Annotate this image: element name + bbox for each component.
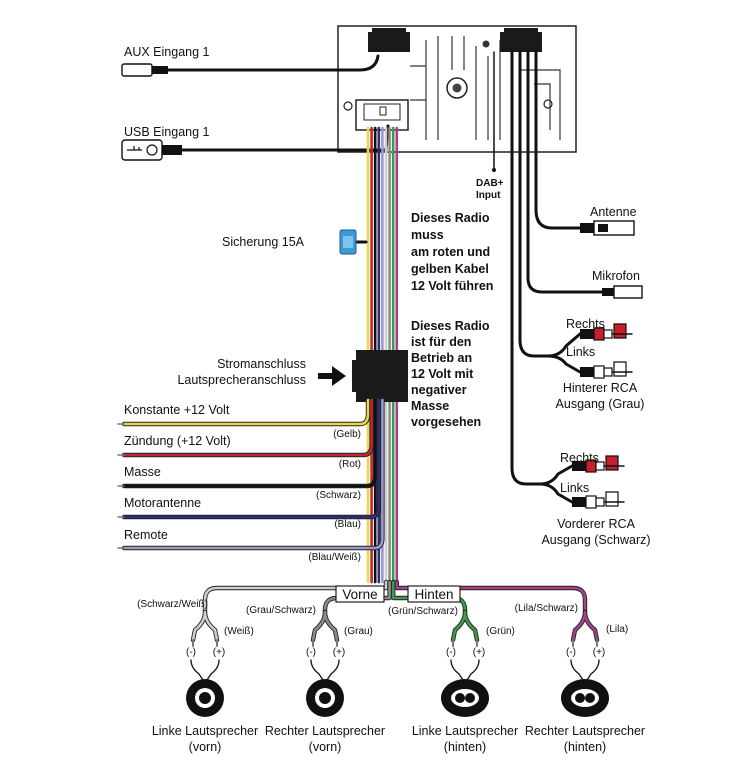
speaker-pos-wire-label: (Grün)	[486, 626, 515, 637]
side-wire	[122, 398, 381, 519]
side-wire	[122, 398, 373, 457]
connector-label-line2: Lautsprecheranschluss	[177, 373, 306, 387]
speaker-name-line2: (hinten)	[564, 740, 606, 754]
front-group-label: Vorne	[342, 587, 377, 602]
note-line: Masse	[411, 399, 449, 413]
dab-label-line1: DAB+	[476, 178, 504, 189]
wire-color-label: (Blau/Weiß)	[308, 552, 361, 563]
usb-cable	[121, 124, 390, 161]
speaker-name-line1: Rechter Lautsprecher	[525, 724, 645, 738]
microphone-label: Mikrofon	[592, 269, 640, 283]
speaker-name-line2: (hinten)	[444, 740, 486, 754]
speaker-name-line2: (vorn)	[309, 740, 342, 754]
aux-connector-block	[368, 32, 410, 52]
note-line: Dieses Radio	[411, 319, 490, 333]
arrow-right-icon	[318, 366, 346, 386]
polarity-pos-label: (+)	[473, 647, 486, 658]
wire-color-label: (Blau)	[334, 519, 361, 530]
note-line: vorgesehen	[411, 415, 481, 429]
power-connector-icon	[352, 350, 408, 402]
note-line: 12 Volt mit	[411, 367, 474, 381]
rca-front-right-label: Rechts	[560, 451, 599, 465]
polarity-neg-label: (-)	[306, 647, 316, 658]
wire-label: Konstante +12 Volt	[124, 403, 230, 417]
rear-group-box: Hinten	[407, 585, 461, 603]
note-12v: Dieses Radio muss am roten und gelben Kabel…	[411, 211, 493, 293]
rca-rear-title-line1: Hinterer RCA	[563, 381, 638, 395]
wire-color-label: (Rot)	[339, 459, 361, 470]
speaker-neg-wire-label: (Grün/Schwarz)	[388, 606, 458, 617]
rca-rear-right-label: Rechts	[566, 317, 605, 331]
wire-label: Motorantenne	[124, 496, 201, 510]
speaker-name-line1: Rechter Lautsprecher	[265, 724, 385, 738]
polarity-neg-label: (-)	[186, 647, 196, 658]
speaker-pos-wire-label: (Grau)	[344, 626, 373, 637]
rca-left-plug-icon	[613, 361, 627, 377]
wire-label: Remote	[124, 528, 168, 542]
speaker-neg-wire-label: (Grau/Schwarz)	[246, 605, 316, 616]
microphone-plug-icon	[613, 285, 643, 299]
note-line: am roten und	[411, 245, 490, 259]
speaker-neg-wire-label: (Schwarz/Weiß)	[137, 599, 208, 610]
fuse-icon	[339, 229, 368, 255]
rca-front-title-line2: Ausgang (Schwarz)	[541, 533, 650, 547]
main-harness	[366, 126, 399, 584]
wire-label: Zündung (+12 Volt)	[124, 434, 231, 448]
speaker-name-line2: (vorn)	[189, 740, 222, 754]
note-line: gelben Kabel	[411, 262, 489, 276]
rca-rear-title-line2: Ausgang (Grau)	[556, 397, 645, 411]
rca-plugs	[572, 323, 633, 509]
dab-label-line2: Input	[476, 190, 501, 201]
side-wire	[122, 398, 377, 488]
fuse-label: Sicherung 15A	[222, 235, 305, 249]
polarity-pos-label: (+)	[213, 647, 226, 658]
side-wire	[122, 398, 384, 550]
polarity-pos-label: (+)	[593, 647, 606, 658]
rca-front-left-label: Links	[560, 481, 589, 495]
side-wires: Konstante +12 Volt (Gelb) Zündung (+12 Vol…	[117, 397, 385, 563]
speaker-name-line1: Linke Lautsprecher	[412, 724, 518, 738]
note-line: muss	[411, 228, 444, 242]
note-line: negativer	[411, 383, 467, 397]
usb-input-label: USB Eingang 1	[124, 125, 210, 139]
head-unit	[337, 25, 577, 153]
speaker-feed-wire	[395, 580, 587, 614]
rca-left-plug-icon	[605, 491, 619, 507]
wire-label: Masse	[124, 465, 161, 479]
aux-cable	[121, 54, 380, 77]
rca-connector-block	[500, 32, 542, 52]
connector-label-line1: Stromanschluss	[217, 357, 306, 371]
aux-plug-icon	[121, 63, 153, 77]
rca-right-plug-icon	[613, 323, 627, 339]
rca-front-title-line1: Vorderer RCA	[557, 517, 635, 531]
front-group-box: Vorne	[335, 585, 385, 603]
note-line: Betrieb an	[411, 351, 472, 365]
antenna-label: Antenne	[590, 205, 637, 219]
speaker-neg-wire-label: (Lila/Schwarz)	[515, 603, 578, 614]
rear-group-label: Hinten	[414, 587, 453, 602]
speaker-pos-wire-label: (Lila)	[606, 624, 628, 635]
side-wire	[122, 398, 370, 426]
speaker-feed-wire	[203, 580, 388, 614]
note-line: 12 Volt führen	[411, 279, 493, 293]
polarity-neg-label: (-)	[566, 647, 576, 658]
note-line: Dieses Radio	[411, 211, 490, 225]
speaker-pos-wire-label: (Weiß)	[224, 626, 254, 637]
polarity-neg-label: (-)	[446, 647, 456, 658]
speaker-wiring: (-) (+) (Schwarz/Weiß) (Weiß) Linke Lautspre…	[137, 579, 645, 754]
rca-right-plug-icon	[605, 455, 619, 471]
polarity-pos-label: (+)	[333, 647, 346, 658]
right-cables	[510, 50, 643, 504]
wire-color-label: (Gelb)	[333, 429, 361, 440]
rca-rear-left-label: Links	[566, 345, 595, 359]
wire-color-label: (Schwarz)	[316, 490, 361, 501]
speaker-name-line1: Linke Lautsprecher	[152, 724, 258, 738]
note-line: ist für den	[411, 335, 471, 349]
aux-input-label: AUX Eingang 1	[124, 45, 210, 59]
